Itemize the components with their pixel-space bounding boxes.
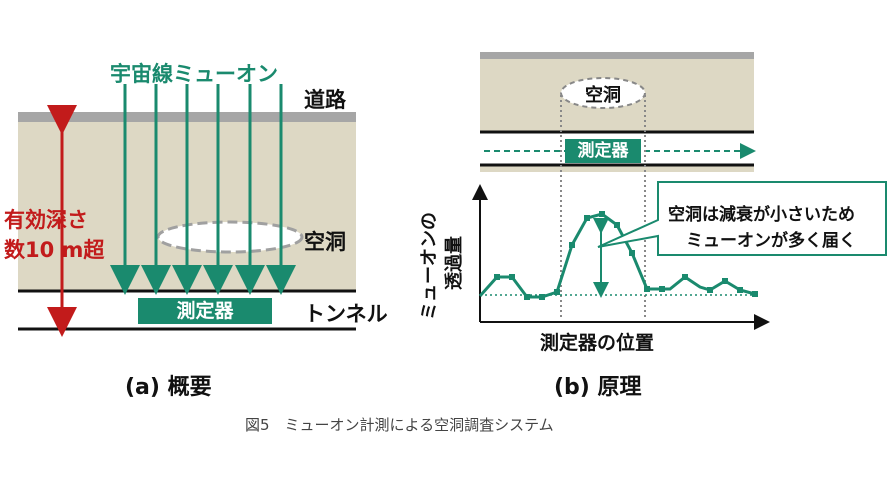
cavity-label-right: 空洞 [585,85,621,106]
tunnel-label: トンネル [304,302,388,326]
y-axis-label-line1: ミューオンの [419,212,440,320]
cavity-ellipse-right [560,77,646,109]
depth-label-line1: 有効深さ [4,208,88,232]
caption-a: (a) 概要 [125,375,212,400]
callout-line1: 空洞は減衰が小さいため [668,205,855,225]
curve-points [494,211,758,300]
y-axis-label-line2: 透過量 [444,236,465,290]
road-surface-right [480,52,754,59]
figure-caption: 図5 ミューオン計測による空洞調査システム [245,416,554,434]
muon-label: 宇宙線ミューオン [110,62,278,86]
cavity-ellipse-left [156,220,304,254]
road-label: 道路 [304,88,346,112]
depth-label-line2: 数10 m超 [4,238,105,262]
cavity-label: 空洞 [304,230,346,254]
callout-line2: ミューオンが多く届く [686,231,856,251]
device-box-right: 測定器 [565,139,641,163]
callout-box [597,181,887,256]
device-box-left: 測定器 [138,298,272,324]
x-axis-label: 測定器の位置 [540,332,655,354]
caption-b: (b) 原理 [554,375,642,400]
muon-arrows [110,84,296,295]
